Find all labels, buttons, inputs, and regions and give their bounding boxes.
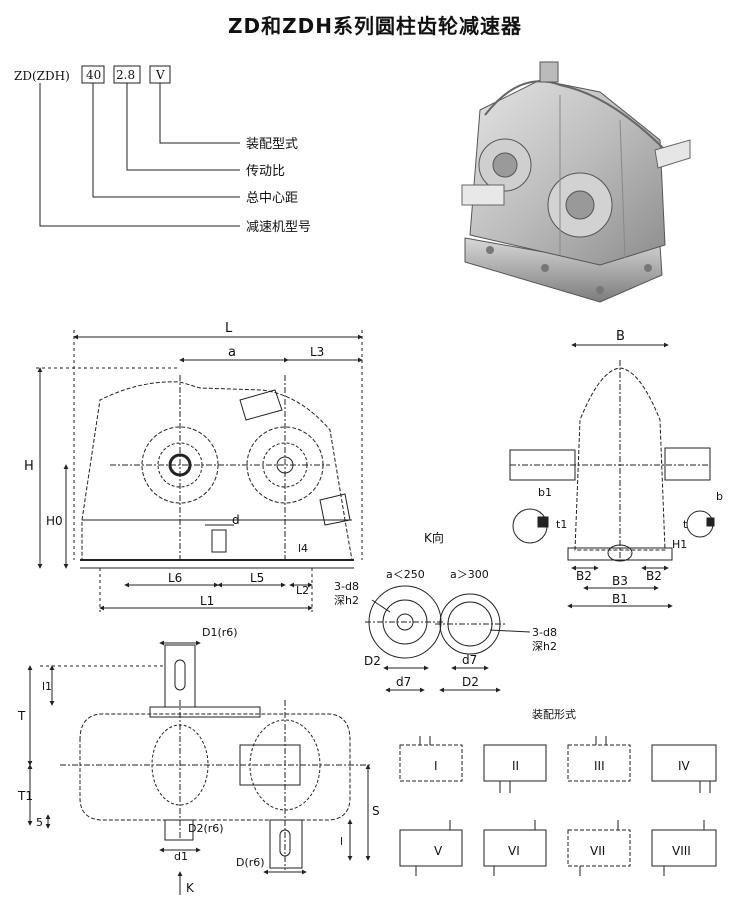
- dim-b: b: [716, 490, 723, 503]
- dim-B3: B3: [612, 574, 628, 588]
- dim-B2-right: B2: [646, 569, 662, 583]
- k-view: K向 a＜250 a＞300 3-d8 深h2 3-d8 深h2 D2 d7 d…: [334, 530, 557, 693]
- assembly-form-II: II: [483, 744, 547, 793]
- model-ratio: 2.8: [116, 68, 135, 82]
- legend-model-number: 减速机型号: [246, 220, 311, 235]
- dim-B2-left: B2: [576, 569, 592, 583]
- dim-H0: H0: [46, 514, 63, 528]
- svg-text:VII: VII: [590, 844, 605, 858]
- dim-d: d: [232, 513, 240, 527]
- page-title: ZD和ZDH系列圆柱齿轮减速器: [228, 14, 522, 38]
- k-D2-left: D2: [364, 654, 381, 668]
- dim-D1: D1(r6): [202, 626, 238, 639]
- dim-l4: l4: [298, 542, 308, 555]
- svg-text:IV: IV: [678, 759, 691, 773]
- k-view-a-less: a＜250: [386, 568, 425, 581]
- dim-a: a: [228, 345, 236, 360]
- front-view: L a L3 H H0 d l4: [24, 321, 363, 612]
- dim-T: T: [17, 709, 26, 723]
- dim-l1: l1: [42, 680, 52, 693]
- legend-assembly-form: 装配型式: [246, 137, 298, 152]
- dim-H: H: [24, 459, 34, 474]
- svg-text:III: III: [594, 759, 605, 773]
- svg-text:II: II: [512, 759, 519, 773]
- dim-L3: L3: [310, 345, 324, 359]
- dim-L5: L5: [250, 571, 264, 585]
- assembly-form-VII: VII: [567, 820, 631, 876]
- reducer-photo: [461, 61, 691, 303]
- k-view-title: K向: [424, 530, 444, 545]
- assembly-form-VI: VI: [483, 820, 547, 876]
- assembly-form-IV: IV: [651, 744, 717, 793]
- assembly-forms-title: 装配形式: [532, 708, 576, 721]
- dim-B: B: [616, 329, 625, 344]
- k-d7-left: d7: [396, 675, 411, 689]
- dim-L2: L2: [296, 584, 309, 597]
- assembly-forms: 装配形式 I II III IV V VI: [399, 708, 717, 876]
- dim-t1: t1: [556, 518, 567, 531]
- side-view: B b1 t1 b t H1 B2 B2 B3 B1: [509, 329, 723, 609]
- legend-ratio: 传动比: [246, 164, 285, 179]
- svg-text:V: V: [434, 844, 443, 858]
- dim-L: L: [225, 321, 233, 336]
- k-bolt-right: 3-d8: [532, 626, 557, 639]
- view-K-marker: K: [186, 881, 195, 895]
- k-depth-right: 深h2: [532, 640, 557, 653]
- dim-5: 5: [36, 816, 43, 829]
- model-distance: 40: [86, 68, 101, 82]
- legend-center-distance: 总中心距: [246, 191, 298, 206]
- dim-D: D(r6): [236, 856, 265, 869]
- dim-L1: L1: [200, 594, 214, 608]
- dim-L6: L6: [168, 571, 182, 585]
- k-view-a-more: a＞300: [450, 568, 489, 581]
- assembly-form-V: V: [399, 820, 463, 876]
- k-bolt-left: 3-d8: [334, 580, 359, 593]
- dim-H1: H1: [672, 538, 687, 551]
- dim-S: S: [372, 804, 380, 818]
- model-code-diagram: ZD(ZDH) 40 2.8 V 装配型式 传动比 总中心距 减速机型号: [14, 65, 311, 235]
- assembly-form-I: I: [399, 736, 463, 782]
- svg-text:VI: VI: [508, 844, 520, 858]
- assembly-form-VIII: VIII: [651, 820, 717, 876]
- dim-T1: T1: [17, 789, 33, 803]
- dim-B1: B1: [612, 592, 628, 606]
- k-d7-right: d7: [462, 653, 477, 667]
- dim-d1: d1: [174, 850, 188, 863]
- assembly-form-III: III: [567, 736, 631, 782]
- svg-text:VIII: VIII: [672, 844, 691, 858]
- k-depth-left: 深h2: [334, 594, 359, 607]
- dim-D2: D2(r6): [188, 822, 224, 835]
- svg-text:I: I: [434, 759, 438, 773]
- model-prefix: ZD(ZDH): [14, 69, 70, 83]
- model-assembly: V: [155, 68, 165, 82]
- top-view: D1(r6) l1 T T1 5 D2(r6) d1 D(r6) S l: [17, 626, 380, 895]
- dim-l: l: [340, 835, 343, 848]
- dim-t: t: [683, 518, 688, 531]
- k-D2-right: D2: [462, 675, 479, 689]
- dim-b1: b1: [538, 486, 552, 499]
